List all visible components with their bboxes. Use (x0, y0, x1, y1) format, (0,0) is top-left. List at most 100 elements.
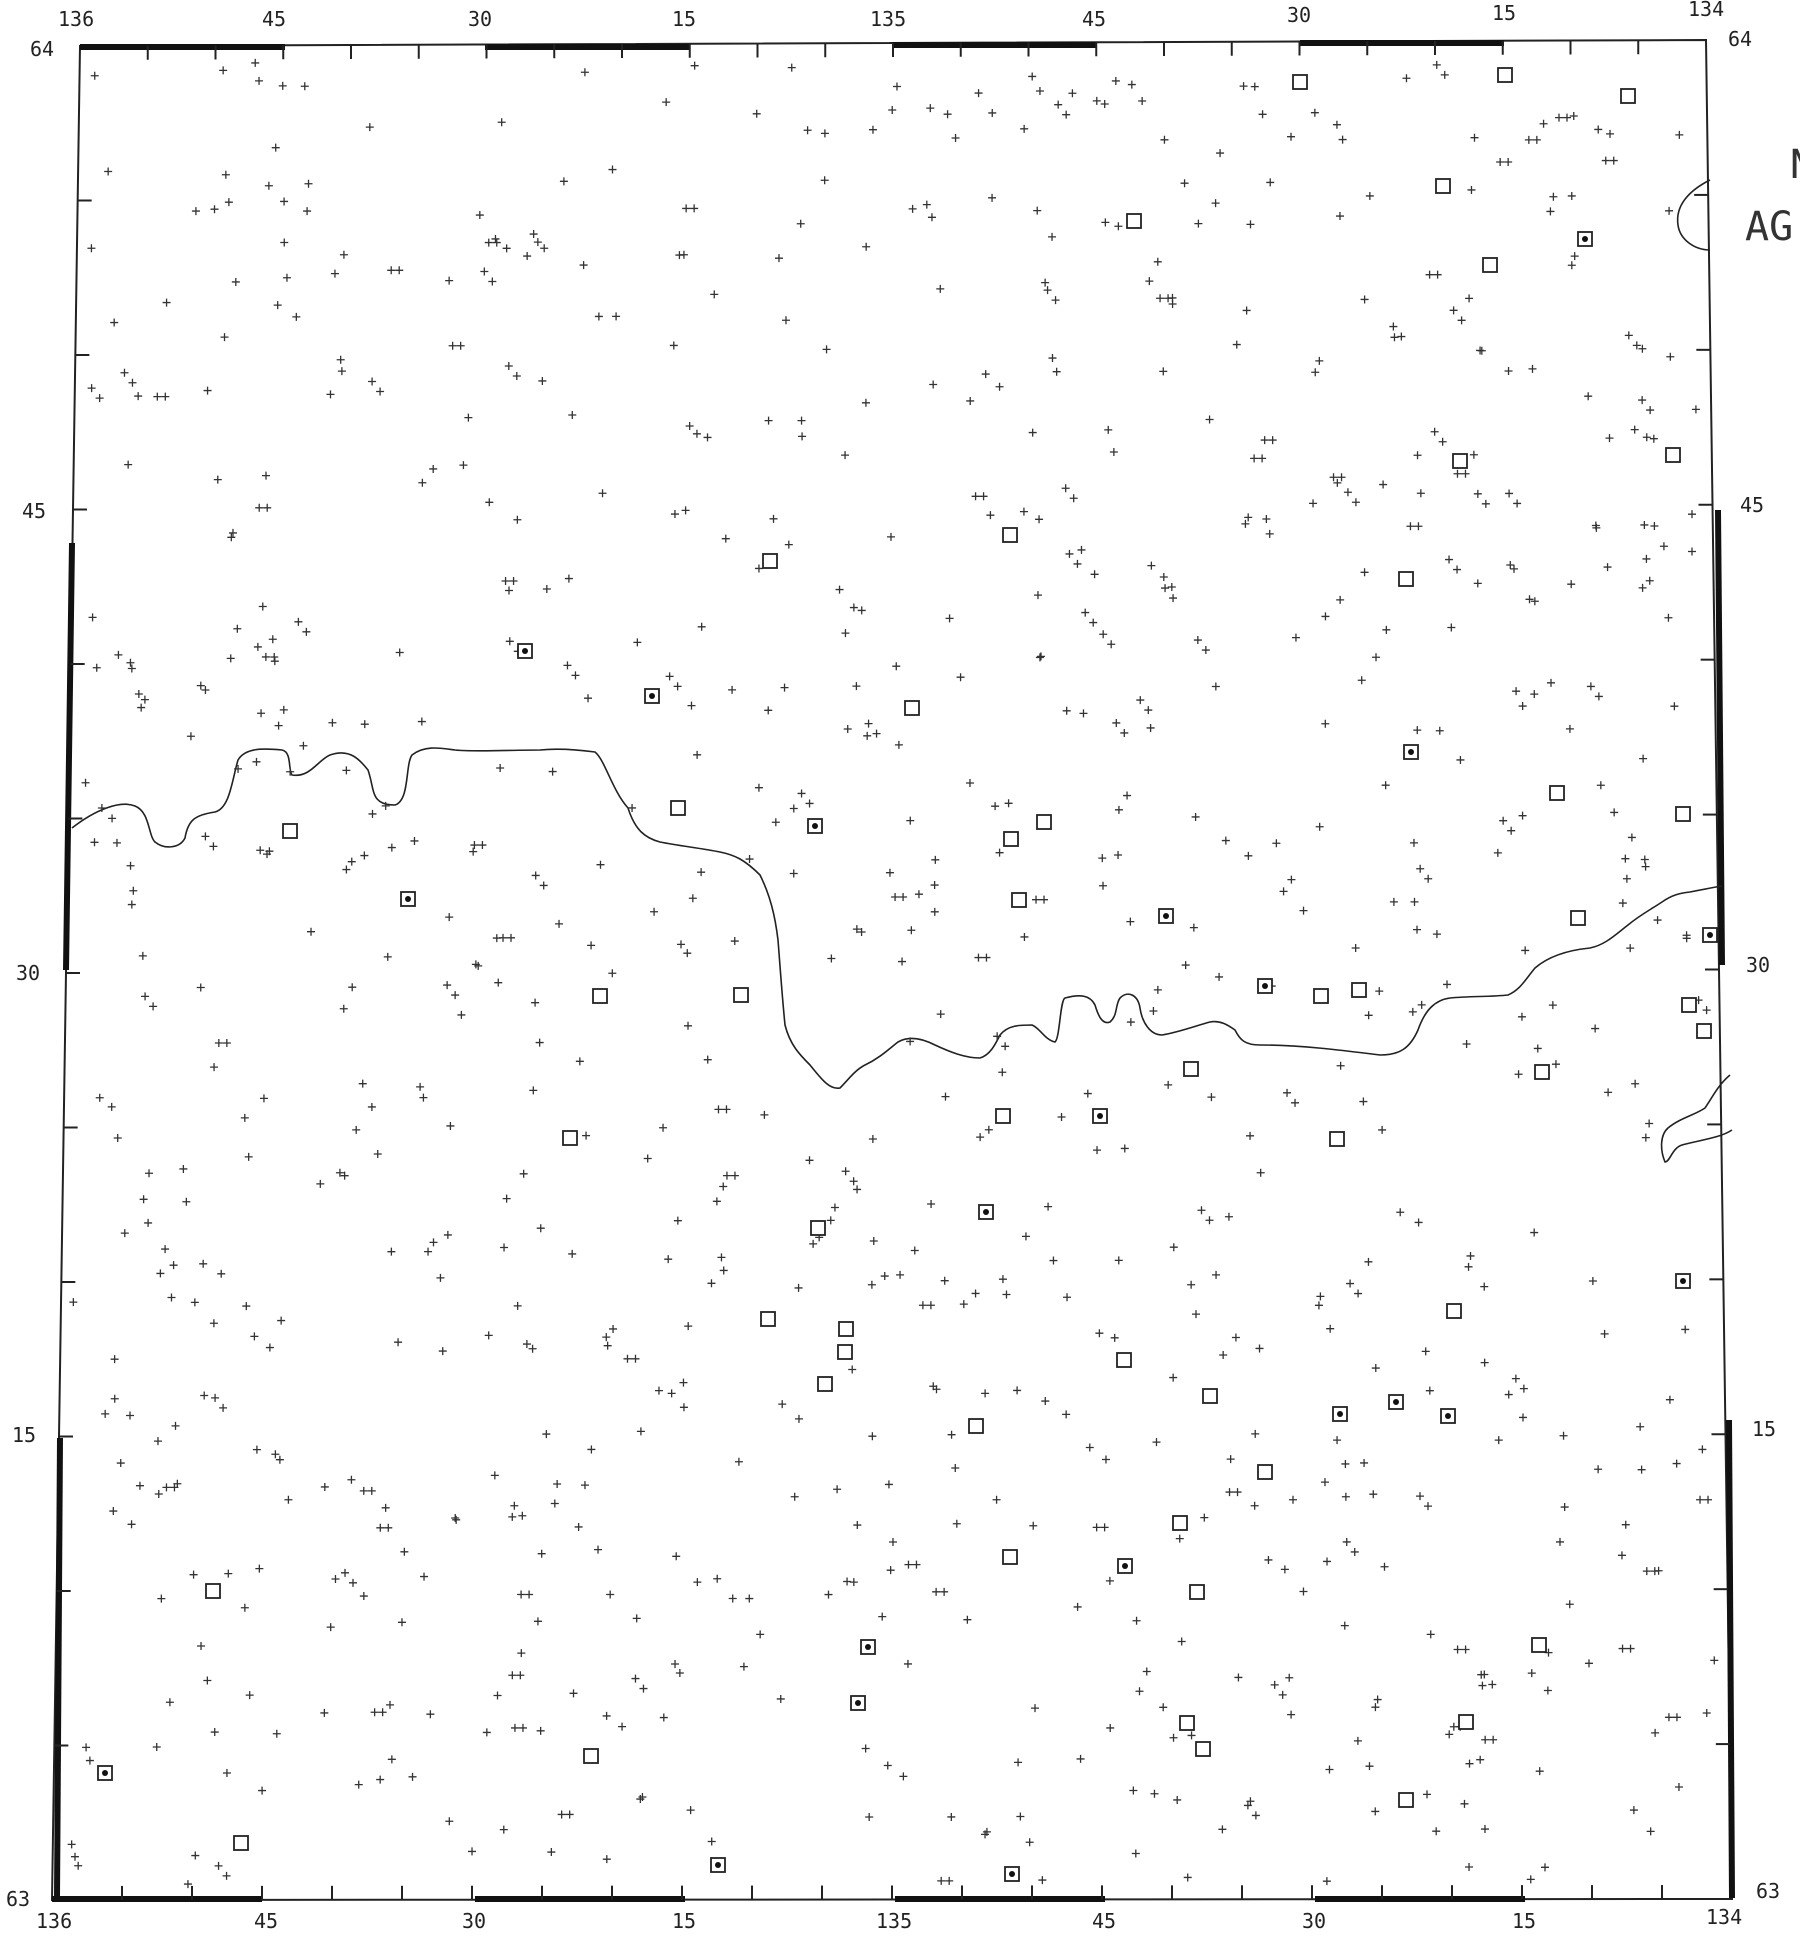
station-cross (1426, 1630, 1435, 1639)
station-cross (1469, 450, 1478, 459)
bottom-label-136: 136 (36, 1909, 72, 1933)
station-cross (1389, 322, 1398, 331)
station-square-dot (522, 648, 528, 654)
station-cross (337, 367, 346, 376)
station-cross (1054, 100, 1063, 109)
station-cross (1626, 1644, 1635, 1653)
station-cross (1081, 608, 1090, 617)
station-cross (326, 1623, 335, 1632)
station-cross (191, 1851, 200, 1860)
station-cross (525, 1590, 534, 1599)
station-cross (1477, 346, 1486, 355)
station-cross (974, 89, 983, 98)
station-cross (257, 709, 266, 718)
station-cross (95, 394, 104, 403)
station-cross (579, 261, 588, 270)
station-square-open (1002, 527, 1018, 543)
station-cross (336, 355, 345, 364)
station-cross (1604, 1088, 1613, 1097)
station-cross (1189, 923, 1198, 932)
station-cross (790, 1492, 799, 1501)
station-cross (271, 1450, 280, 1459)
station-cross (387, 843, 396, 852)
station-cross (510, 1723, 519, 1732)
station-cross (457, 1010, 466, 1019)
station-cross (1332, 120, 1341, 129)
station-cross (1291, 633, 1300, 642)
station-cross (1215, 972, 1224, 981)
station-cross (1016, 1812, 1025, 1821)
station-cross (995, 848, 1004, 857)
station-cross (1687, 547, 1696, 556)
station-cross (196, 983, 205, 992)
station-cross (245, 1691, 254, 1700)
station-square-open (838, 1321, 854, 1337)
station-cross (196, 681, 205, 690)
station-cross (1423, 1502, 1432, 1511)
top-label-30a: 30 (468, 7, 492, 31)
station-cross (789, 869, 798, 878)
station-cross (1639, 754, 1648, 763)
station-cross (1364, 1257, 1373, 1266)
station-cross (568, 1249, 577, 1258)
station-cross (340, 1171, 349, 1180)
station-cross (883, 1761, 892, 1770)
station-cross (219, 1403, 228, 1412)
station-cross (1131, 1849, 1140, 1858)
station-cross (1180, 179, 1189, 188)
station-cross (756, 1630, 765, 1639)
station-cross (710, 290, 719, 299)
station-cross (182, 1197, 191, 1206)
station-cross (769, 514, 778, 523)
station-cross (1341, 1492, 1350, 1501)
station-cross (1036, 652, 1045, 661)
station-cross (1462, 1040, 1471, 1049)
station-cross (186, 732, 195, 741)
station-cross (650, 907, 659, 916)
station-square-open (1003, 831, 1019, 847)
station-cross (789, 804, 798, 813)
top-label-135: 135 (870, 7, 906, 31)
station-cross (1373, 1695, 1382, 1704)
station-cross (342, 865, 351, 874)
station-cross (320, 1482, 329, 1491)
station-cross (529, 230, 538, 239)
station-cross (941, 1092, 950, 1101)
station-cross (224, 1569, 233, 1578)
station-cross (1291, 1098, 1300, 1107)
station-cross (1299, 906, 1308, 915)
corner-legend-text: N AG (1745, 142, 1800, 250)
station-cross (219, 66, 228, 75)
station-cross (1280, 1565, 1289, 1574)
station-cross (169, 1261, 178, 1270)
station-cross (1518, 811, 1527, 820)
station-cross (1173, 1795, 1182, 1804)
station-square-open (1179, 1715, 1195, 1731)
station-cross (1546, 207, 1555, 216)
station-square-open (968, 1418, 984, 1434)
station-cross (475, 211, 484, 220)
station-cross (156, 1269, 165, 1278)
station-cross (1423, 1790, 1431, 1799)
station-cross (114, 650, 123, 659)
station-cross (129, 886, 138, 895)
station-cross (1226, 1455, 1235, 1464)
station-cross (485, 498, 494, 507)
station-cross (1594, 125, 1603, 134)
station-cross (490, 1471, 499, 1480)
station-cross (912, 1560, 921, 1569)
station-cross (82, 1743, 91, 1752)
station-square-open (1446, 1303, 1462, 1319)
station-cross (888, 1538, 897, 1547)
station-cross (1592, 523, 1601, 532)
station-cross (904, 1560, 913, 1569)
station-cross (496, 764, 505, 773)
station-cross (1250, 82, 1259, 91)
station-cross (320, 1708, 329, 1717)
station-square-dot (1445, 1413, 1451, 1419)
station-cross (1603, 563, 1612, 572)
station-cross (531, 871, 540, 880)
station-cross (776, 1694, 785, 1703)
station-cross (878, 1612, 887, 1621)
station-cross (1004, 799, 1013, 808)
